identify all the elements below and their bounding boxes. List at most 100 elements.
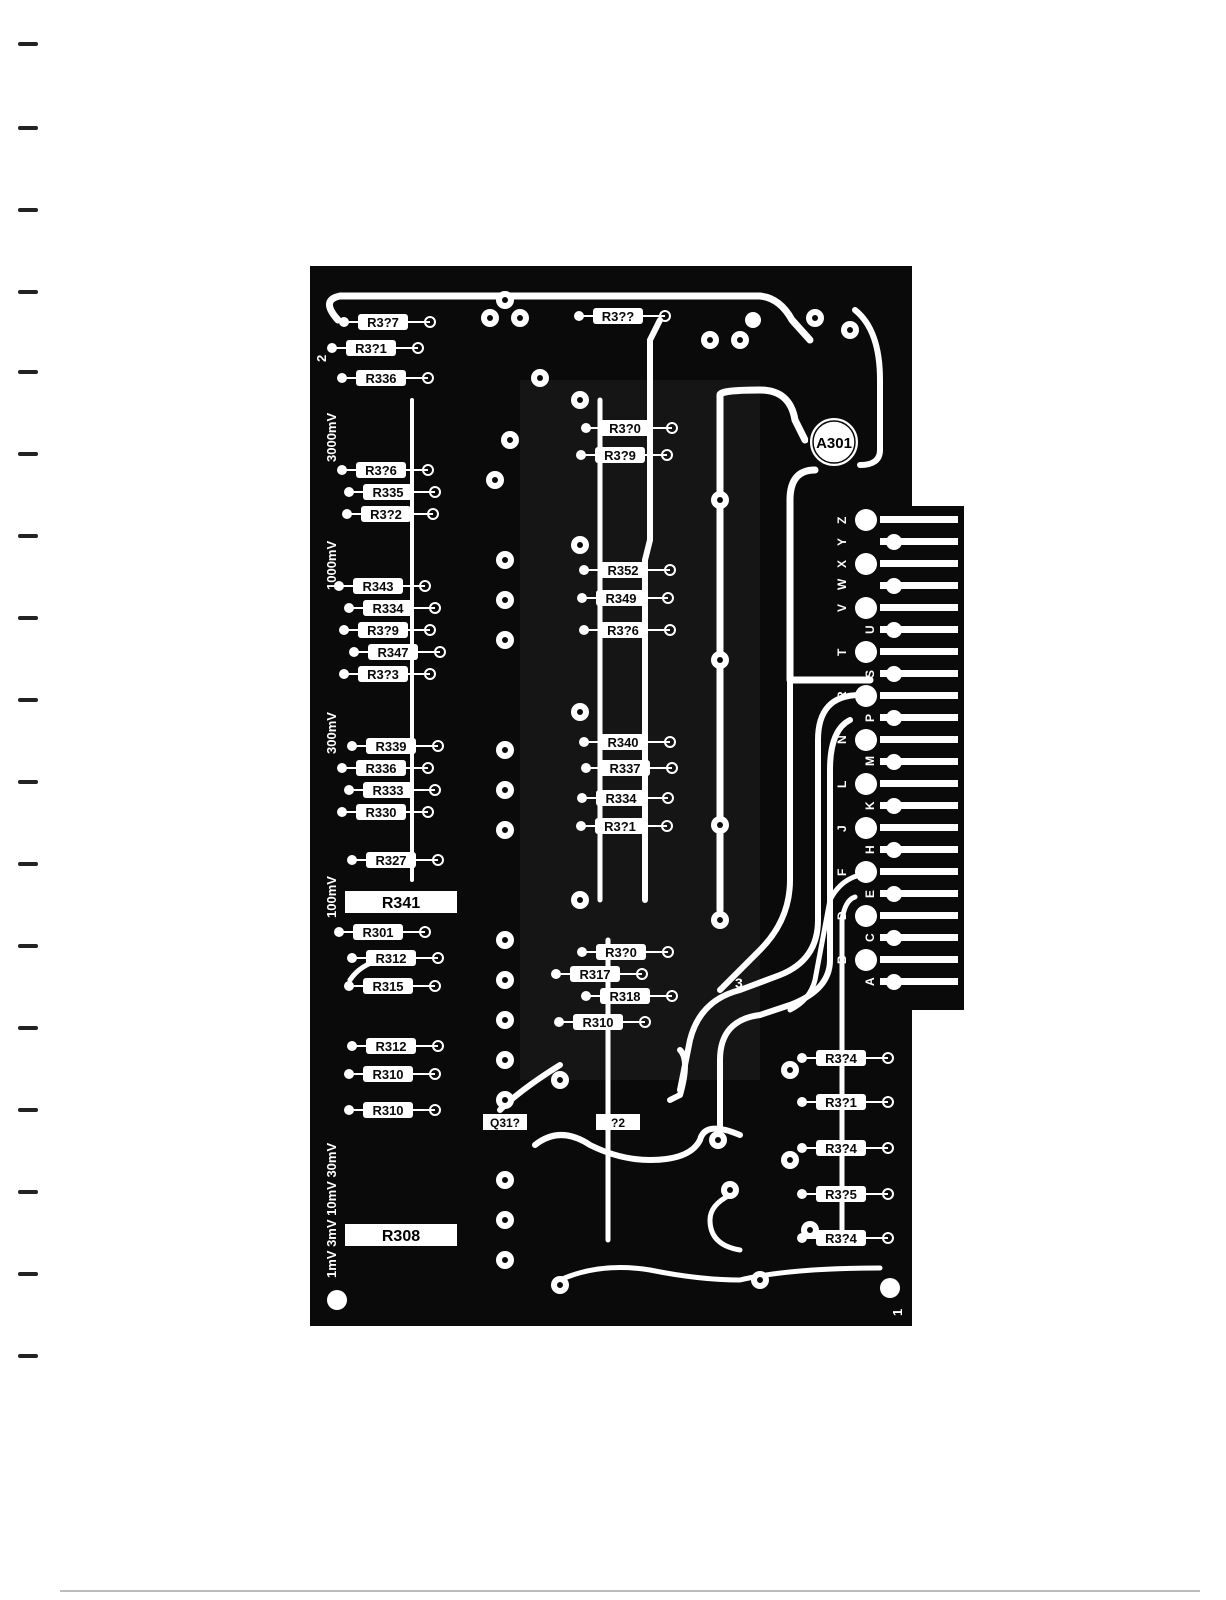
binder-hole [18,698,38,702]
resistor-left-15: R327 [347,852,444,868]
r341-label: R341 [382,895,420,912]
resistor-left-14: R330 [337,804,434,820]
resistor-center-5-label: R3?6 [607,623,639,638]
resistor-center-0-label: R3?? [602,309,635,324]
resistor-right-1-label: R3?1 [825,1095,857,1110]
resistor-center-12: R318 [581,988,678,1004]
resistor-left-6-label: R343 [362,579,393,594]
resistor-right-4: R3?4 [797,1230,894,1246]
resistor-left-1: R3?1 [327,340,424,356]
resistor-center-11-label: R317 [579,967,610,982]
pin-k: K [863,801,877,810]
resistor-left-13: R333 [344,782,441,798]
mounting-hole [327,1290,347,1310]
binder-hole [18,862,38,866]
binder-hole [18,126,38,130]
edge-number-1: 1 [890,1309,905,1316]
resistor-center-11: R317 [551,966,648,982]
resistor-left-21-label: R310 [372,1103,403,1118]
resistor-right-2-label: R3?4 [825,1141,858,1156]
binder-hole [18,616,38,620]
binder-hole [18,944,38,948]
a301-label: A301 [816,435,852,452]
pin-d: D [835,911,849,920]
binder-hole [18,370,38,374]
resistor-left-19: R312 [347,1038,444,1054]
range-label-100mv: 100mV [324,876,339,918]
pin-j: J [835,825,849,832]
r341-plate [345,891,457,913]
small-label-plate-0 [483,1114,527,1130]
resistor-left-18-label: R315 [372,979,403,994]
resistor-left-12-label: R336 [365,761,396,776]
page-bottom-rule [60,1590,1200,1592]
resistor-center-9-label: R3?1 [604,819,636,834]
resistor-center-6-label: R340 [607,735,638,750]
resistor-center-8-label: R334 [605,791,637,806]
resistor-left-13-label: R333 [372,783,403,798]
pin-w: W [835,578,849,590]
pin-e: E [863,890,877,898]
pin-f: F [835,869,849,876]
resistor-left-10: R3?3 [339,666,436,682]
traces [326,292,883,1283]
resistor-center-13: R310 [554,1014,651,1030]
resistor-left-9-label: R347 [377,645,408,660]
resistor-left-11: R339 [347,738,444,754]
resistor-left-2: R336 [337,370,434,386]
binder-hole [18,42,38,46]
range-label-1000mv: 1000mV [324,541,339,590]
range-label-1mv-30mv: 1mV 3mV 10mV 30mV [324,1143,339,1278]
a301-ic [808,416,860,468]
resistor-left-14-label: R330 [365,805,396,820]
resistor-right-3: R3?5 [797,1186,894,1202]
resistor-center-5: R3?6 [579,622,676,638]
edge-number-2: 2 [314,355,329,362]
mounting-hole [880,1278,900,1298]
resistor-center-1-label: R3?0 [609,421,641,436]
r308-label: R308 [382,1228,420,1245]
resistor-center-3: R352 [579,562,676,578]
resistor-center-4-label: R349 [605,591,636,606]
resistor-right-2: R3?4 [797,1140,894,1156]
pin-u: U [863,625,877,634]
edge-connector [855,509,958,990]
resistor-left-17-label: R312 [375,951,406,966]
resistor-center-9: R3?1 [576,818,673,834]
resistor-left-20-label: R310 [372,1067,403,1082]
resistor-left-3: R3?6 [337,462,434,478]
pin-x: X [835,560,849,568]
resistor-right-0: R3?4 [797,1050,894,1066]
resistor-left-8-label: R3?9 [367,623,399,638]
resistor-left-15-label: R327 [375,853,406,868]
resistor-center-13-label: R310 [582,1015,613,1030]
resistor-left-0-label: R3?7 [367,315,399,330]
resistor-left-16: R301 [334,924,431,940]
r308-plate [345,1224,457,1246]
small-label-0: Q31? [490,1116,520,1130]
pin-a: A [863,977,877,986]
pin-v: V [835,604,849,612]
resistor-left-19-label: R312 [375,1039,406,1054]
resistor-center-6: R340 [579,734,676,750]
binder-hole [18,208,38,212]
binder-hole [18,290,38,294]
resistor-center-12-label: R318 [609,989,640,1004]
pin-m: M [863,756,877,766]
resistor-center-7: R337 [581,760,678,776]
resistor-right-3-label: R3?5 [825,1187,857,1202]
binder-hole [18,452,38,456]
resistor-left-21: R310 [344,1102,441,1118]
pin-p: P [863,714,877,722]
resistor-left-9: R347 [349,644,446,660]
binder-hole [18,534,38,538]
resistor-left-7: R334 [344,600,441,616]
resistor-right-0-label: R3?4 [825,1051,858,1066]
resistor-center-7-label: R337 [609,761,640,776]
resistor-left-3-label: R3?6 [365,463,397,478]
resistor-center-8: R334 [577,790,674,806]
pin-t: T [835,648,849,656]
resistor-left-12: R336 [337,760,434,776]
resistor-left-20: R310 [344,1066,441,1082]
